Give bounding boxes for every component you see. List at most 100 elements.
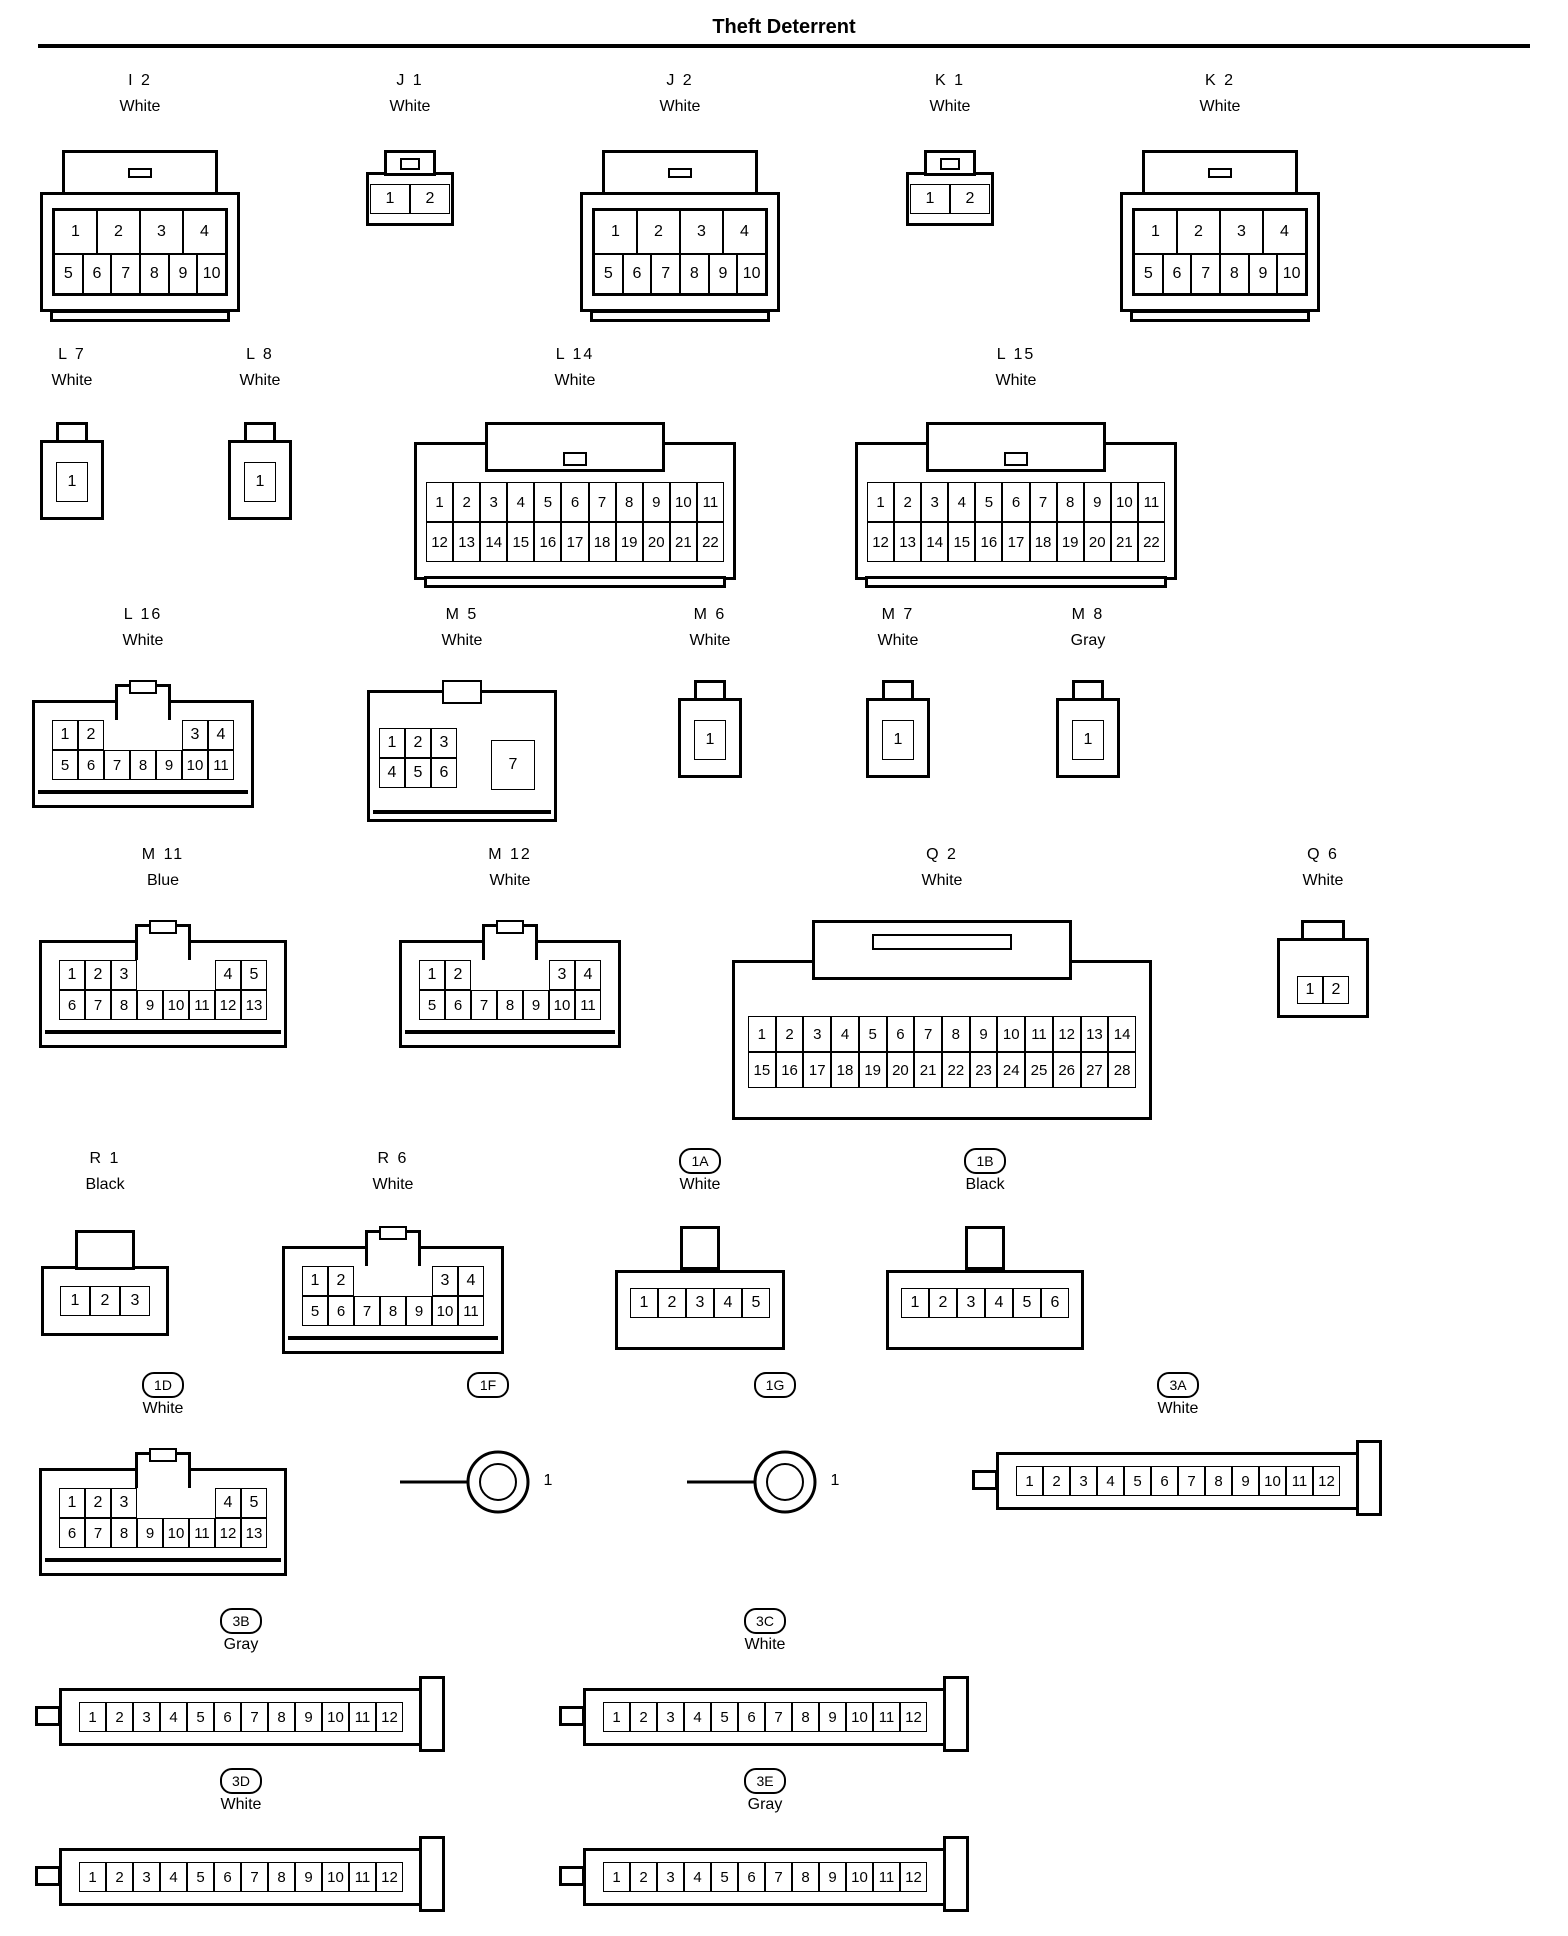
pin: 10 xyxy=(1259,1466,1286,1496)
pin: 7 xyxy=(1191,254,1220,294)
connector-color: White xyxy=(877,632,919,649)
latch-notch xyxy=(563,452,587,466)
pin xyxy=(130,720,156,750)
pin: 8 xyxy=(942,1016,970,1052)
pin: 3 xyxy=(1070,1466,1097,1496)
pin: 4 xyxy=(985,1288,1013,1318)
pin: 6 xyxy=(78,750,104,780)
latch-notch xyxy=(379,1226,407,1240)
pin: 7 xyxy=(765,1702,792,1732)
pin: 1 xyxy=(694,720,726,760)
pin: 5 xyxy=(419,990,445,1020)
pin: 9 xyxy=(969,1016,998,1052)
connector-color: White xyxy=(679,1176,721,1193)
pin: 8 xyxy=(792,1702,819,1732)
base-rail xyxy=(405,1030,615,1034)
pin: 4 xyxy=(831,1016,859,1052)
pin: 9 xyxy=(642,482,670,522)
pin: 10 xyxy=(846,1862,873,1892)
pin: 3 xyxy=(133,1862,160,1892)
connector-code: R 1 xyxy=(89,1150,121,1167)
pin: 5 xyxy=(54,254,83,294)
connector-color: White xyxy=(744,1636,786,1653)
pin: 10 xyxy=(432,1296,458,1326)
pin: 8 xyxy=(111,1518,137,1548)
pin: 22 xyxy=(1137,522,1165,562)
pin: 1 xyxy=(59,960,85,990)
connector-code: 3B xyxy=(220,1608,262,1634)
pin: 10 xyxy=(163,990,189,1020)
end-tab xyxy=(943,1836,969,1912)
pin: 7 xyxy=(111,254,140,294)
end-tab xyxy=(972,1470,998,1490)
pin: 4 xyxy=(183,210,226,254)
pin: 1 xyxy=(244,462,276,502)
base-rail xyxy=(288,1336,498,1340)
pin: 3 xyxy=(957,1288,985,1318)
connector-color: White xyxy=(929,98,971,115)
latch xyxy=(812,920,1072,980)
pin: 5 xyxy=(594,254,623,294)
pin: 3 xyxy=(657,1702,684,1732)
pin: 6 xyxy=(622,254,652,294)
connector-code: Q 6 xyxy=(1307,846,1339,863)
pin: 2 xyxy=(106,1702,133,1732)
pin: 5 xyxy=(241,1488,267,1518)
pin: 4 xyxy=(575,960,601,990)
pin: 18 xyxy=(831,1052,859,1088)
latch-notch xyxy=(129,680,157,694)
pin: 14 xyxy=(921,522,949,562)
pin: 13 xyxy=(894,522,922,562)
pin: 2 xyxy=(1177,210,1220,254)
connector-code: M 5 xyxy=(445,606,479,623)
pin: 2 xyxy=(630,1862,657,1892)
pin: 2 xyxy=(894,482,922,522)
pin: 8 xyxy=(380,1296,406,1326)
pin: 3 xyxy=(140,210,183,254)
pin: 9 xyxy=(1232,1466,1259,1496)
pin: 20 xyxy=(886,1052,915,1088)
end-tab xyxy=(419,1836,445,1912)
connector-code: M 6 xyxy=(693,606,727,623)
pin: 12 xyxy=(215,1518,241,1548)
pin: 3 xyxy=(120,1286,150,1316)
pin: 2 xyxy=(78,720,104,750)
pin: 13 xyxy=(241,1518,267,1548)
pin: 7 xyxy=(241,1862,268,1892)
pin: 4 xyxy=(723,210,766,254)
connector-code: J 2 xyxy=(666,72,694,89)
pin: 25 xyxy=(1025,1052,1053,1088)
pin: 5 xyxy=(1124,1466,1151,1496)
pin: 4 xyxy=(1263,210,1306,254)
pin: 12 xyxy=(426,522,454,562)
latch-notch xyxy=(128,168,152,178)
pin: 17 xyxy=(1002,522,1030,562)
end-tab xyxy=(35,1706,61,1726)
connector-color: White xyxy=(220,1796,262,1813)
latch-notch xyxy=(496,920,524,934)
pin: 27 xyxy=(1080,1052,1109,1088)
pin: 10 xyxy=(322,1862,349,1892)
pin: 5 xyxy=(858,1016,887,1052)
pin: 2 xyxy=(630,1702,657,1732)
latch-notch xyxy=(668,168,692,178)
connector-code: 3E xyxy=(744,1768,786,1794)
pin: 5 xyxy=(534,482,562,522)
end-tab xyxy=(943,1676,969,1752)
ring-inner xyxy=(766,1463,804,1501)
pin: 3 xyxy=(549,960,575,990)
pin: 6 xyxy=(561,482,589,522)
latch-notch xyxy=(940,158,960,170)
pin: 1 xyxy=(630,1288,658,1318)
pin: 6 xyxy=(328,1296,354,1326)
pin: 4 xyxy=(684,1862,711,1892)
connector-color: Gray xyxy=(1070,632,1106,649)
connector-color: White xyxy=(489,872,531,889)
housing xyxy=(40,440,104,520)
pin: 12 xyxy=(376,1702,403,1732)
pin: 10 xyxy=(322,1702,349,1732)
pin: 16 xyxy=(775,1052,804,1088)
pin: 9 xyxy=(406,1296,432,1326)
connector-color: Gray xyxy=(223,1636,259,1653)
